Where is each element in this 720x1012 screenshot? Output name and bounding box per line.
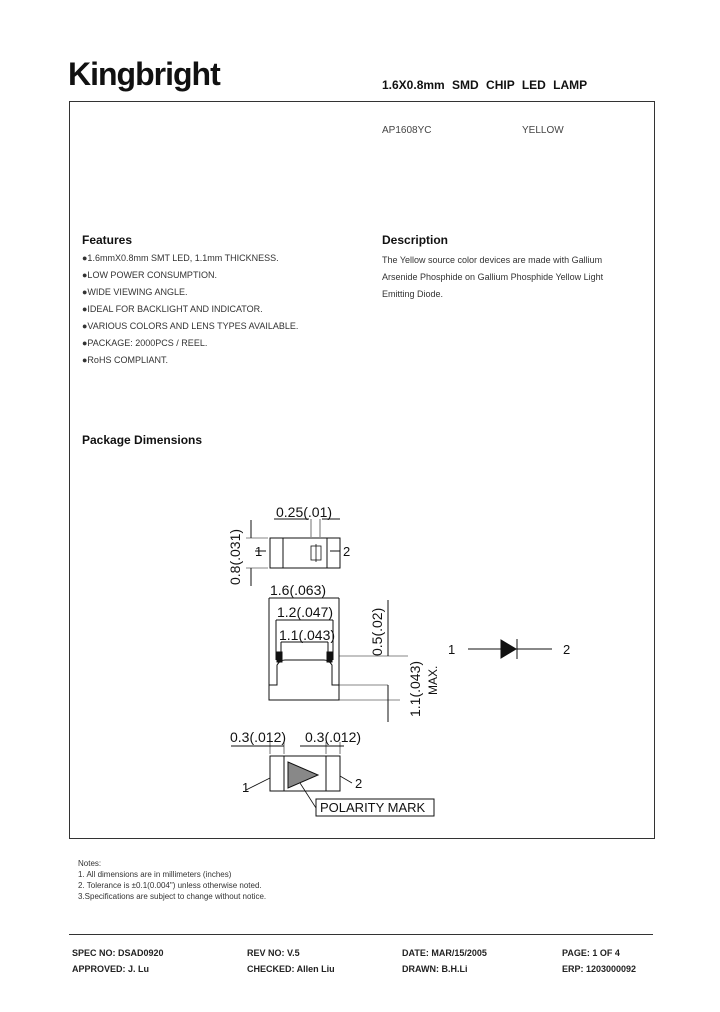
- dim-0-3-right: 0.3(.012): [305, 729, 361, 745]
- dim-1-6: 1.6(.063): [270, 582, 326, 598]
- footer-approved: APPROVED: J. Lu: [72, 964, 150, 974]
- polarity-mark-label: POLARITY MARK: [320, 800, 426, 815]
- bottom-pin-2: 2: [355, 776, 362, 791]
- notes: Notes: 1. All dimensions are in millimet…: [78, 858, 266, 902]
- footer-rev-no: REV NO: V.5: [247, 948, 300, 958]
- emitting-color: YELLOW: [522, 125, 564, 136]
- feature-item: ●WIDE VIEWING ANGLE.: [82, 287, 188, 297]
- description-heading: Description: [382, 233, 449, 247]
- note-item: 2. Tolerance is ±0.1(0.004") unless othe…: [78, 881, 262, 890]
- dim-0-8: 0.8(.031): [227, 529, 243, 585]
- dim-0-3-left: 0.3(.012): [230, 729, 286, 745]
- footer-date: DATE: MAR/15/2005: [402, 948, 487, 958]
- footer-spec-no: SPEC NO: DSAD0920: [72, 948, 164, 958]
- top-pin-2: 2: [343, 544, 350, 559]
- dim-1-1-max: 1.1(.043): [407, 661, 423, 717]
- note-item: 3.Specifications are subject to change w…: [78, 892, 267, 901]
- feature-item: ●LOW POWER CONSUMPTION.: [82, 270, 217, 280]
- dim-0-25: 0.25(.01): [276, 504, 332, 520]
- part-number: AP1608YC: [382, 125, 432, 136]
- feature-item: ●RoHS COMPLIANT.: [82, 355, 168, 365]
- package-dimensions-heading: Package Dimensions: [82, 433, 203, 447]
- footer-page: PAGE: 1 OF 4: [562, 948, 620, 958]
- document-title: 1.6X0.8mm SMD CHIP LED LAMP: [382, 78, 588, 92]
- notes-title: Notes:: [78, 859, 102, 868]
- footer-checked: CHECKED: Allen Liu: [247, 964, 335, 974]
- feature-item: ●IDEAL FOR BACKLIGHT AND INDICATOR.: [82, 304, 263, 314]
- footer-drawn: DRAWN: B.H.Li: [402, 964, 468, 974]
- dim-max-label: MAX.: [426, 666, 440, 695]
- footer-erp: ERP: 1203000092: [562, 964, 637, 974]
- dim-1-1: 1.1(.043): [279, 627, 335, 643]
- footer-rule: [69, 934, 653, 935]
- note-item: 1. All dimensions are in millimeters (in…: [78, 870, 232, 879]
- feature-item: ●1.6mmX0.8mm SMT LED, 1.1mm THICKNESS.: [82, 253, 279, 263]
- diode-pin-2: 2: [563, 642, 570, 657]
- dim-1-2: 1.2(.047): [277, 604, 333, 620]
- features-heading: Features: [82, 233, 133, 247]
- company-logo: Kingbright: [68, 56, 221, 92]
- top-view-body: [269, 537, 341, 569]
- diode-pin-1: 1: [448, 642, 455, 657]
- top-pin-1: 1: [255, 544, 262, 559]
- features-list: ●1.6mmX0.8mm SMT LED, 1.1mm THICKNESS. ●…: [82, 252, 298, 371]
- dim-0-5: 0.5(.02): [369, 608, 385, 656]
- feature-item: ●VARIOUS COLORS AND LENS TYPES AVAILABLE…: [82, 321, 299, 331]
- description-text: The Yellow source color devices are made…: [382, 255, 604, 299]
- feature-item: ●PACKAGE: 2000PCS / REEL.: [82, 338, 208, 348]
- content-frame: [69, 101, 655, 839]
- bottom-pin-1: 1: [242, 780, 249, 795]
